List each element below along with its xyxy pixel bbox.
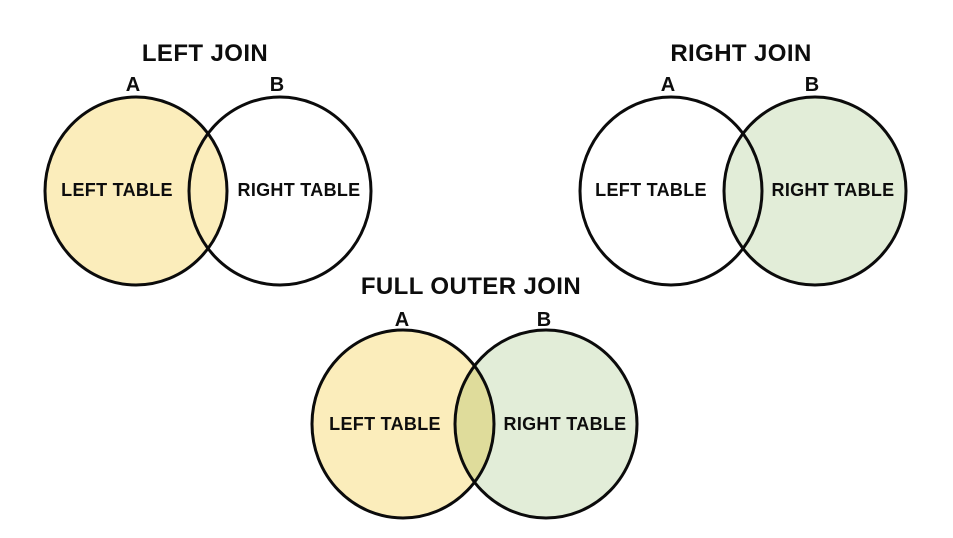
left-join-circle-a-label: A xyxy=(126,74,140,96)
full-outer-join-title: FULL OUTER JOIN xyxy=(361,273,581,300)
full-outer-join-left-table-label: LEFT TABLE xyxy=(329,414,441,434)
full-outer-join-circle-b-label: B xyxy=(537,309,551,331)
left-join-right-table-label: RIGHT TABLE xyxy=(238,180,361,200)
right-join-circle-b xyxy=(722,95,908,287)
left-join-diagram: LEFT JOIN A B LEFT TABLE RIGHT TABLE xyxy=(43,40,373,287)
full-outer-join-circle-a-label: A xyxy=(395,309,409,331)
left-join-circle-b xyxy=(187,95,373,287)
left-join-circle-b-label: B xyxy=(270,74,284,96)
left-join-circle-a-fill xyxy=(45,97,227,285)
left-join-left-table-label: LEFT TABLE xyxy=(61,180,173,200)
right-join-diagram: RIGHT JOIN A B LEFT TABLE RIGHT TABLE xyxy=(578,40,908,287)
right-join-circle-a-label: A xyxy=(661,74,675,96)
full-outer-join-circle-a xyxy=(310,328,496,520)
full-outer-join-circle-b-fill xyxy=(455,330,637,518)
right-join-left-table-label: LEFT TABLE xyxy=(595,180,707,200)
full-outer-join-diagram: FULL OUTER JOIN A B LEFT TABLE RIGHT TAB… xyxy=(310,273,639,520)
left-join-circle-a xyxy=(43,95,229,287)
right-join-circle-b-label: B xyxy=(805,74,819,96)
right-join-circle-b-fill xyxy=(724,97,906,285)
full-outer-join-circle-b xyxy=(453,328,639,520)
full-outer-join-circle-a-fill xyxy=(312,330,494,518)
right-join-title: RIGHT JOIN xyxy=(670,40,811,67)
full-outer-join-right-table-label: RIGHT TABLE xyxy=(504,414,627,434)
right-join-circle-a xyxy=(578,95,764,287)
left-join-title: LEFT JOIN xyxy=(142,40,268,67)
right-join-right-table-label: RIGHT TABLE xyxy=(772,180,895,200)
